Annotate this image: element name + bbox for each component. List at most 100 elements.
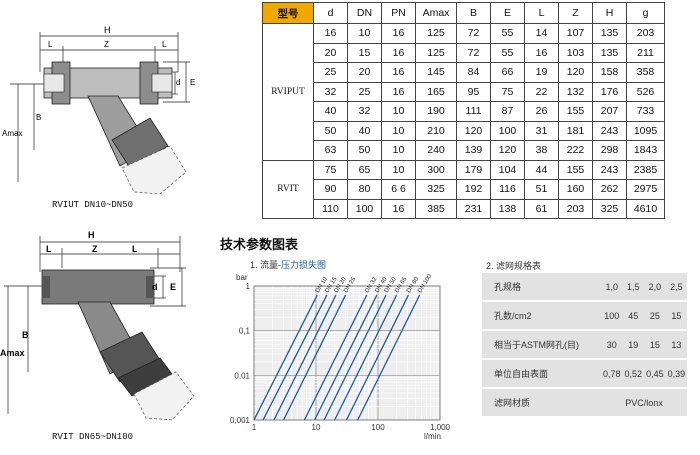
- table-cell: 300: [415, 159, 457, 180]
- table-cell: 75: [313, 159, 348, 180]
- bottom-dim-L1: L: [46, 244, 52, 254]
- table-cell: 20: [347, 62, 382, 83]
- table-cell: 181: [558, 120, 593, 141]
- table-cell: 243: [592, 159, 627, 180]
- bottom-drawing-caption: RVIT DN65~DN100: [52, 432, 134, 442]
- top-dim-d: d: [176, 78, 180, 87]
- table-cell: 120: [558, 62, 593, 83]
- table-cell: 190: [415, 101, 457, 122]
- chart-title-part1: 流量-: [260, 260, 282, 270]
- table-cell: 16: [381, 62, 416, 83]
- table-cell: 10: [381, 140, 416, 161]
- model-type-cell: RVIPUT: [262, 23, 314, 161]
- table-cell: 2385: [626, 159, 665, 180]
- table-cell: 16: [524, 42, 559, 63]
- table-cell: 110: [313, 198, 348, 219]
- table-cell: 358: [626, 62, 665, 83]
- header-col: d: [313, 2, 348, 24]
- chart-title-prefix: 1.: [250, 260, 258, 270]
- table-cell: 16: [381, 23, 416, 44]
- table-cell: 385: [415, 198, 457, 219]
- chart-y-tick-label: 0,01: [234, 371, 250, 380]
- table-cell: 155: [558, 101, 593, 122]
- table-cell: 240: [415, 140, 457, 161]
- top-dim-L2: L: [162, 40, 167, 49]
- table-cell: 125: [415, 42, 457, 63]
- chart-series-line: [262, 294, 328, 421]
- table-cell: 210: [415, 120, 457, 141]
- table-cell: 40: [347, 120, 382, 141]
- header-col: Amax: [415, 2, 457, 24]
- bottom-dim-Z: Z: [92, 244, 98, 254]
- table-cell: 10: [347, 23, 382, 44]
- table-cell: 262: [592, 179, 627, 200]
- table-cell: 10: [381, 159, 416, 180]
- filter-value: 0,45: [644, 360, 666, 389]
- table-cell: 25: [347, 81, 382, 102]
- filter-value: 15: [665, 302, 688, 331]
- table-cell: 32: [313, 81, 348, 102]
- model-type-cell: RVIT: [262, 159, 314, 219]
- header-model: 型号: [262, 2, 314, 24]
- table-cell: 120: [490, 140, 525, 161]
- table-cell: 139: [456, 140, 491, 161]
- table-cell: 16: [381, 42, 416, 63]
- chart-series-line: [273, 294, 337, 421]
- table-cell: 4610: [626, 198, 665, 219]
- table-cell: 14: [524, 23, 559, 44]
- bottom-valve-drawing: H L Z L d E B Amax: [0, 230, 195, 421]
- bottom-dim-E: E: [170, 282, 176, 292]
- filter-value: 1,5: [622, 273, 645, 302]
- filter-row-label: 孔规格: [482, 273, 601, 302]
- top-dim-L1: L: [48, 40, 53, 49]
- table-cell: 158: [592, 62, 627, 83]
- table-cell: 107: [558, 23, 593, 44]
- table-cell: 243: [592, 120, 627, 141]
- table-cell: 72: [456, 42, 491, 63]
- table-cell: 32: [347, 101, 382, 122]
- chart-series-line: [323, 294, 387, 421]
- table-cell: 15: [347, 42, 382, 63]
- table-cell: 6 6: [381, 179, 416, 200]
- filter-value: 2,5: [665, 273, 688, 302]
- bottom-dim-d: d: [152, 282, 158, 292]
- table-cell: 72: [456, 23, 491, 44]
- header-col: B: [456, 2, 491, 24]
- top-valve-drawing: H L Z L E d B Amax: [2, 25, 195, 194]
- table-cell: 19: [524, 62, 559, 83]
- table-cell: 160: [558, 179, 593, 200]
- chart-series-line: [357, 294, 421, 421]
- top-dim-H: H: [104, 25, 111, 35]
- chart-series-line: [253, 294, 318, 421]
- table-cell: 176: [592, 81, 627, 102]
- chart-series-line: [303, 294, 368, 421]
- table-cell: 40: [313, 101, 348, 122]
- table-cell: 80: [347, 179, 382, 200]
- chart-plot-area: [253, 285, 441, 421]
- table-cell: 192: [456, 179, 491, 200]
- chart-title-part2: 压力损失图: [281, 260, 327, 270]
- filter-table-title: 2. 滤网规格表: [486, 261, 542, 271]
- table-cell: 203: [626, 23, 665, 44]
- chart-y-unit: bar: [236, 273, 248, 282]
- table-cell: 61: [524, 198, 559, 219]
- table-cell: 100: [347, 198, 382, 219]
- table-cell: 100: [490, 120, 525, 141]
- table-cell: 31: [524, 120, 559, 141]
- filter-row-label: 孔数/cm2: [482, 302, 601, 331]
- chart-x-tick-label: 1,000: [430, 423, 451, 432]
- table-cell: 125: [415, 23, 457, 44]
- table-cell: 2975: [626, 179, 665, 200]
- table-cell: 145: [415, 62, 457, 83]
- chart-series-line: [314, 294, 378, 421]
- filter-value: 1,0: [601, 273, 623, 302]
- table-cell: 63: [313, 140, 348, 161]
